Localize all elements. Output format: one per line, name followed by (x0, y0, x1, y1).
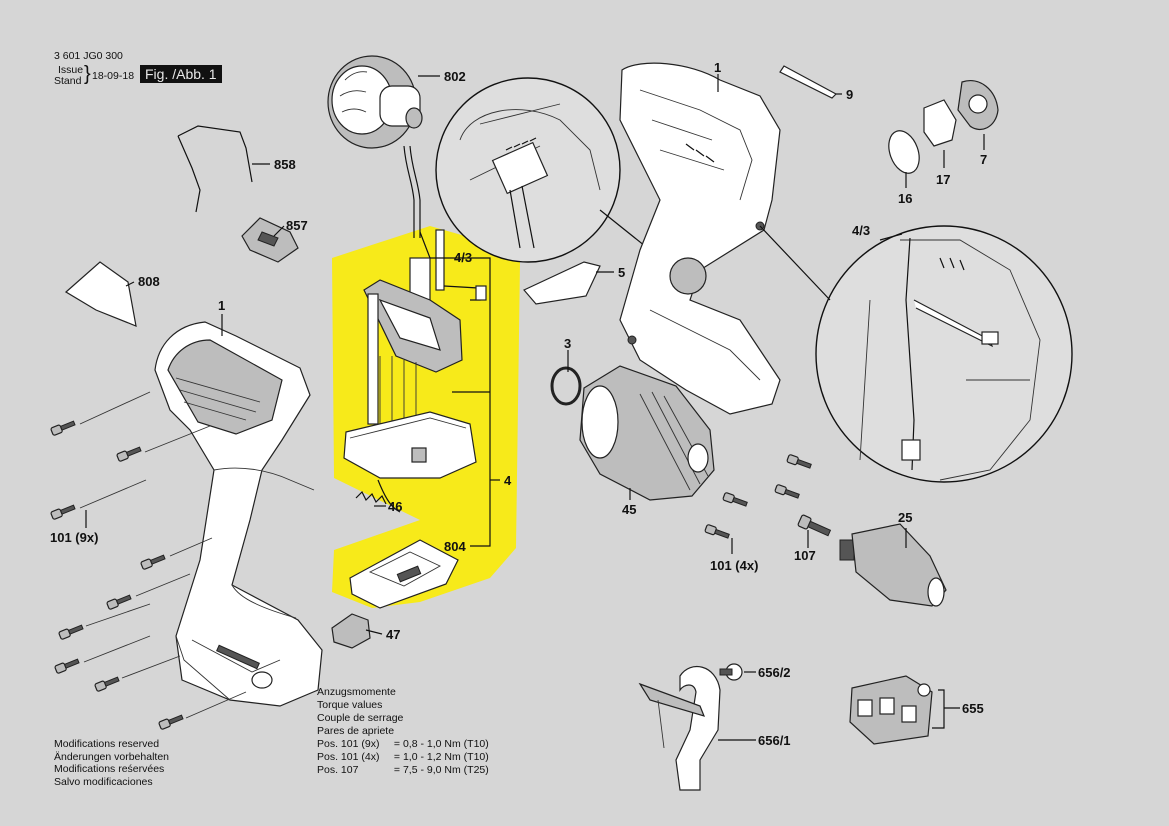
label-804: 804 (444, 539, 466, 554)
part-857 (241, 217, 299, 263)
label-857: 857 (286, 218, 308, 233)
housing-half-left (154, 321, 323, 707)
label-655: 655 (962, 701, 984, 716)
label-17: 17 (936, 172, 950, 187)
label-45: 45 (622, 502, 636, 517)
stand-label: Stand (54, 75, 82, 87)
knob-47 (331, 613, 371, 649)
gearbox-45 (579, 365, 715, 501)
motor-802 (327, 55, 423, 238)
brace: } (84, 63, 91, 85)
label-107: 107 (794, 548, 816, 563)
label-808: 808 (138, 274, 160, 289)
modifications-line: Modifications reśervées (54, 763, 165, 775)
label-4-3-right: 4/3 (852, 223, 870, 238)
label-656-2: 656/2 (758, 665, 791, 680)
spring-46 (355, 490, 387, 505)
cover-5 (523, 261, 601, 305)
torque-row: Pos. 101 (4x) = 1,0 - 1,2 Nm (T10) (317, 751, 489, 764)
part-655 (849, 675, 933, 745)
group-4-bracket (419, 231, 500, 547)
label-101-9x: 101 (9x) (50, 530, 98, 545)
label-7: 7 (980, 152, 987, 167)
torque-line: Torque values (317, 699, 383, 711)
modifications-line: Änderungen vorbehalten (54, 750, 170, 763)
part-labels: 802 858 857 808 1 1 9 7 17 16 4/3 4/3 5 … (50, 60, 987, 748)
label-1-top: 1 (714, 60, 721, 75)
screw-656-2 (719, 663, 743, 681)
electronics-module-4 (343, 229, 487, 513)
label-1-left: 1 (218, 298, 225, 313)
part-17 (923, 99, 957, 147)
label-46: 46 (388, 499, 402, 514)
torque-line: Anzugsmomente (317, 686, 396, 698)
label-802: 802 (444, 69, 466, 84)
ring-3 (550, 366, 582, 406)
torque-line: Couple de serrage (317, 712, 404, 724)
issue-date: 18-09-18 (92, 70, 135, 82)
screw-107 (797, 514, 832, 537)
torque-line: Pares de apriete (317, 725, 395, 737)
figure-label: Fig. /Abb. 1 (140, 65, 222, 83)
torque-pos: Pos. 101 (4x) (317, 751, 380, 763)
housing-half-right (619, 62, 781, 415)
belt-clip-656-1 (638, 666, 721, 791)
torque-pos: Pos. 107 (317, 764, 359, 776)
torque-row: Pos. 107 = 7,5 - 9,0 Nm (T25) (317, 764, 489, 777)
label-4: 4 (504, 473, 512, 488)
torque-value: = 7,5 - 9,0 Nm (T25) (393, 764, 489, 776)
torque-value: = 1,0 - 1,2 Nm (T10) (393, 751, 489, 763)
label-9: 9 (846, 87, 853, 102)
label-4-3-center: 4/3 (454, 250, 472, 265)
chuck-25 (839, 523, 947, 607)
modifications-line: Modifications reserved (54, 738, 160, 750)
part-7 (957, 80, 999, 131)
torque-values: Anzugsmomente Torque values Couple de se… (317, 686, 489, 777)
rod-9 (779, 65, 837, 99)
modifications-notice: Modifications reserved Änderungen vorbeh… (54, 738, 169, 788)
issue-label: Issue (58, 64, 84, 76)
screws-101-right (704, 454, 812, 539)
label-858: 858 (274, 157, 296, 172)
detail-circle-right (759, 225, 1073, 483)
torque-row: Pos. 101 (9x) = 0,8 - 1,0 Nm (T10) (317, 738, 489, 751)
board-804 (349, 539, 459, 609)
modifications-line: Salvo modificaciones (54, 775, 153, 788)
label-plate-808 (64, 261, 137, 327)
screws-101-left (50, 391, 247, 730)
label-16: 16 (898, 191, 912, 206)
label-5: 5 (618, 265, 625, 280)
label-3: 3 (564, 336, 571, 351)
detail-circle-top (435, 77, 661, 263)
label-101-4x: 101 (4x) (710, 558, 758, 573)
label-656-1: 656/1 (758, 733, 791, 748)
disc-16 (888, 130, 920, 174)
torque-pos: Pos. 101 (9x) (317, 738, 380, 750)
label-25: 25 (898, 510, 912, 525)
spring-clip-858 (177, 125, 253, 213)
document-number: 3 601 JG0 300 (54, 50, 123, 62)
label-47: 47 (386, 627, 400, 642)
leader-lines (85, 74, 985, 741)
torque-value: = 0,8 - 1,0 Nm (T10) (393, 738, 489, 750)
